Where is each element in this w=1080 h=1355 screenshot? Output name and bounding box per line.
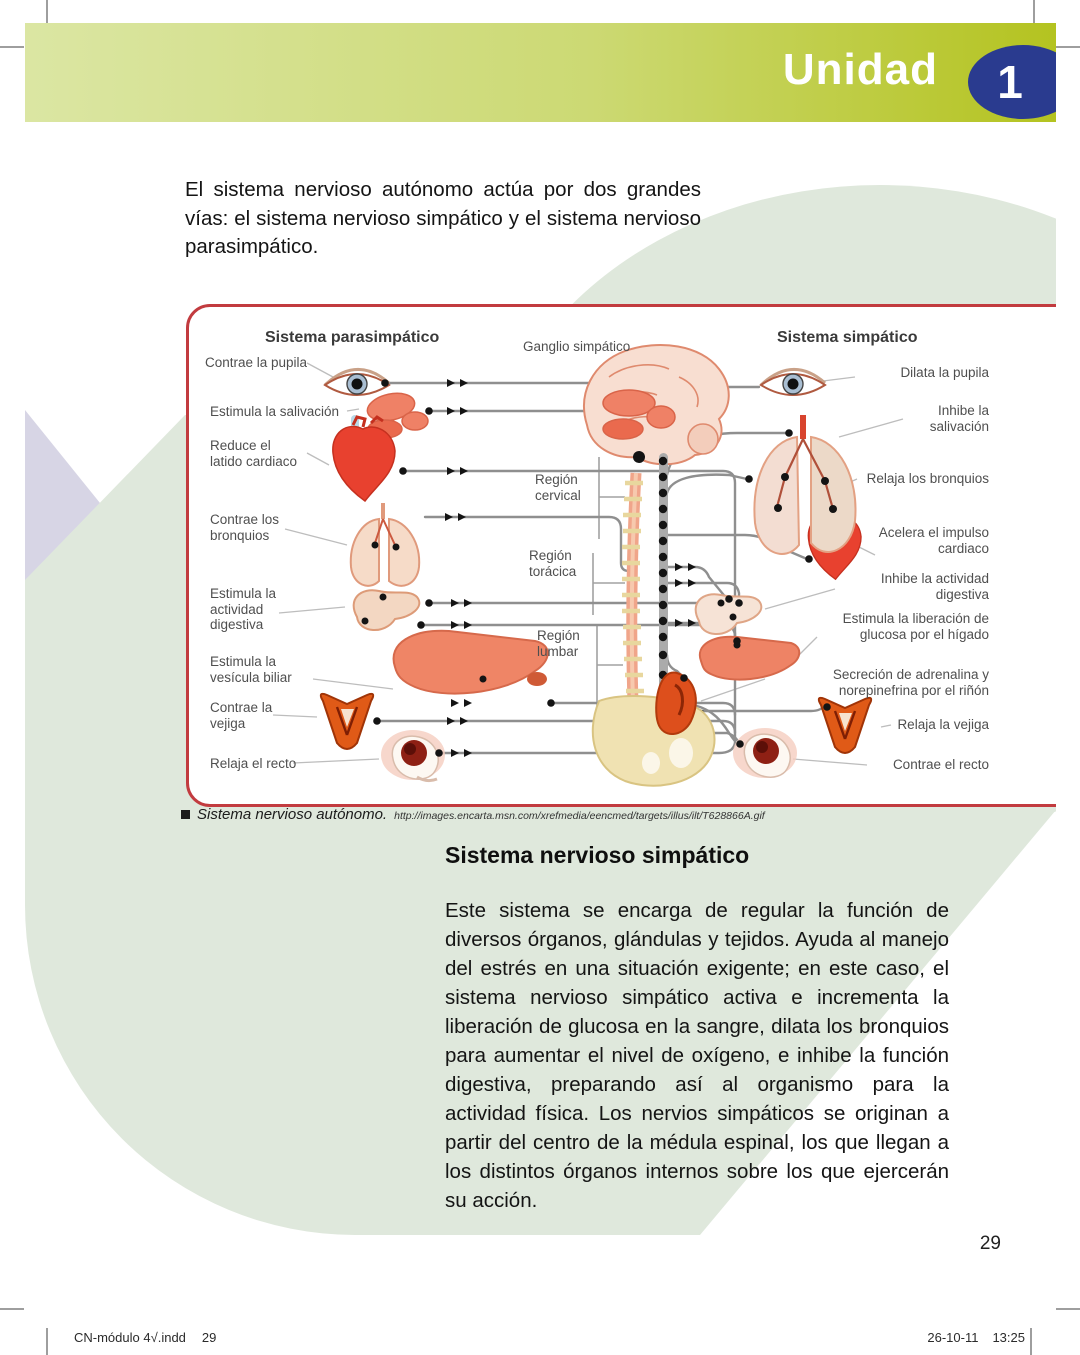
sympathetic-effect-adrenaline: Secreción de adrenalina y norepinefrina … — [832, 667, 989, 698]
unit-label: Unidad — [782, 45, 938, 94]
sympathetic-effect-bronchi: Relaja los bronquios — [866, 471, 989, 486]
parasympathetic-effect-bronchi: Contrae los bronquios — [210, 512, 280, 543]
spine-region-toracica: Región torácica — [529, 548, 577, 579]
figure-caption: Sistema nervioso autónomo. http://images… — [181, 806, 765, 823]
sympathetic-effect-digestive: Inhibe la actividad digestiva — [880, 571, 989, 602]
parasympathetic-effect-rectum: Relaja el recto — [210, 756, 297, 771]
section-heading: Sistema nervioso simpático — [445, 842, 750, 868]
crop-mark-top-left-vertical — [46, 0, 48, 23]
unit-header-band: Unidad 1 — [25, 23, 1056, 122]
unit-number-badge: 1 — [968, 45, 1056, 119]
lungs-right-illustration — [753, 415, 857, 555]
rectum-right-illustration — [733, 728, 797, 778]
eye-left-illustration — [323, 368, 391, 396]
parasympathetic-effect-gallbladder: Estimula la vesícula biliar — [210, 654, 292, 685]
sympathetic-column-title: Sistema simpático — [777, 329, 918, 346]
caption-text: Sistema nervioso autónomo. — [197, 806, 388, 823]
rectum-left-illustration — [381, 730, 445, 783]
footer-time: 13:25 — [992, 1330, 1025, 1345]
autonomic-nervous-system-figure: Sistema parasimpático Sistema simpático … — [186, 304, 1056, 807]
stomach-right-illustration — [694, 593, 763, 635]
footer-filename: CN-módulo 4√.indd 29 — [74, 1330, 216, 1345]
sympathetic-effect-salivation: Inhibe la salivación — [929, 403, 989, 434]
page-trim-area: Unidad 1 El sistema nervioso autónomo ac… — [25, 23, 1056, 1254]
stomach-left-illustration — [352, 589, 421, 631]
page-number: 29 — [979, 1233, 1001, 1254]
parasympathetic-effect-bladder: Contrae la vejiga — [210, 700, 273, 731]
parasympathetic-effect-salivation: Estimula la salivación — [210, 404, 340, 419]
crop-mark-top-right-horizontal — [1056, 46, 1080, 48]
crop-mark-bottom-left-horizontal — [0, 1308, 24, 1310]
parasympathetic-effect-digestive: Estimula la actividad digestiva — [210, 586, 277, 632]
parasympathetic-effect-heart: Reduce el latido cardiaco — [210, 438, 298, 469]
crop-mark-bottom-right-vertical — [1030, 1328, 1032, 1355]
crop-mark-top-left-horizontal — [0, 46, 24, 48]
ganglion-label: Ganglio simpático — [523, 339, 631, 354]
crop-mark-bottom-left-vertical — [46, 1328, 48, 1355]
sympathetic-effect-pupil: Dilata la pupila — [900, 365, 989, 380]
sympathetic-effect-bladder: Relaja la vejiga — [897, 717, 989, 732]
bladder-right-illustration — [817, 696, 873, 754]
heart-left-illustration — [332, 415, 396, 503]
section-body-paragraph: Este sistema se encarga de regular la fu… — [445, 899, 949, 1212]
salivary-right-illustration — [602, 389, 676, 440]
parasympathetic-effect-pupil: Contrae la pupila — [205, 355, 308, 370]
crop-mark-bottom-right-horizontal — [1056, 1308, 1080, 1310]
spine-region-cervical: Región cervical — [535, 472, 581, 503]
liver-left-illustration — [392, 629, 549, 695]
eye-right-illustration — [759, 368, 827, 396]
caption-source-url: http://images.encarta.msn.com/xrefmedia/… — [394, 810, 765, 822]
autonomic-diagram-illustration — [272, 344, 904, 787]
sympathetic-effect-rectum: Contrae el recto — [892, 757, 989, 772]
footer-date: 26-10-11 — [927, 1330, 979, 1345]
intro-paragraph: El sistema nervioso autónomo actúa por d… — [185, 178, 701, 258]
bladder-left-illustration — [319, 692, 375, 750]
parasympathetic-column-title: Sistema parasimpático — [265, 329, 440, 346]
footer-timestamp: 26-10-11 13:25 — [927, 1330, 1025, 1345]
sympathetic-effect-glucose: Estimula la liberación de glucosa por el… — [842, 611, 989, 642]
footer-page-ref: 29 — [201, 1330, 217, 1345]
footer-filename-text: CN-módulo 4√.indd — [74, 1330, 186, 1345]
crop-mark-top-right-vertical — [1033, 0, 1035, 23]
caption-bullet-square-icon — [181, 810, 190, 819]
lungs-left-illustration — [349, 503, 421, 587]
sympathetic-effect-heart: Acelera el impulso cardiaco — [878, 525, 989, 556]
kidney-illustration — [655, 671, 697, 735]
spine-region-lumbar: Región lumbar — [537, 628, 580, 659]
